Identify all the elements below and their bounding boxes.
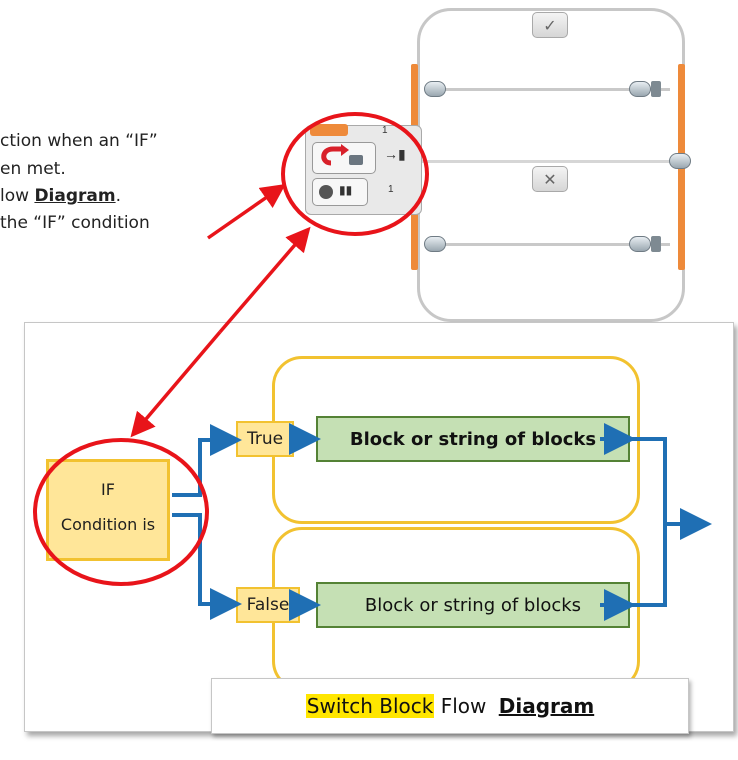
plug-icon <box>424 81 446 97</box>
true-block-box: Block or string of blocks <box>316 416 630 462</box>
description-line-3: low Diagram. <box>0 186 121 206</box>
port-icon: →▮ <box>384 146 406 162</box>
false-block-box: Block or string of blocks <box>316 582 630 628</box>
block-header-tab <box>310 124 348 136</box>
switch-frame <box>417 8 685 322</box>
loop-arrow-icon <box>321 144 363 166</box>
plug-cap-icon <box>651 236 661 252</box>
caption-highlight: Switch Block <box>305 694 435 718</box>
caption-diagram-word: Diagram <box>498 694 595 718</box>
description-line-3-suffix: . <box>115 186 121 206</box>
port-selector-button[interactable]: ▮▮ <box>312 178 368 206</box>
false-label-box: False <box>236 587 300 623</box>
diagram-caption: Switch Block Flow Diagram <box>211 678 689 734</box>
plug-icon <box>424 236 446 252</box>
check-icon: ✓ <box>543 15 557 35</box>
true-label-box: True <box>236 421 294 457</box>
caption-middle: Flow <box>434 694 493 718</box>
block-number-top: 1 <box>382 125 388 136</box>
false-block-text: Block or string of blocks <box>364 594 582 616</box>
middle-divider <box>420 160 685 163</box>
bottom-case-wire <box>440 243 670 246</box>
output-plug-icon <box>669 153 691 169</box>
plug-icon <box>629 236 651 252</box>
description-line-2: en met. <box>0 159 66 179</box>
block-number-side: 1 <box>388 184 394 195</box>
true-block-text: Block or string of blocks <box>349 428 597 450</box>
description-line-3-prefix: low <box>0 186 35 206</box>
if-condition-box: IF Condition is <box>46 459 170 561</box>
false-case-tab[interactable]: ✕ <box>532 166 568 192</box>
plug-icon <box>629 81 651 97</box>
description-diagram-word: Diagram <box>34 186 116 206</box>
description-line-1: ction when an “IF” <box>0 131 158 151</box>
true-case-tab[interactable]: ✓ <box>532 12 568 38</box>
block-to-if-arrow-a <box>218 226 311 334</box>
top-case-wire <box>440 88 670 91</box>
ev3-switch-start-block[interactable]: 1 →▮ ▮▮ 1 <box>305 124 422 215</box>
text-to-block-arrow <box>207 184 286 240</box>
if-label: IF <box>101 480 115 499</box>
plug-cap-icon <box>651 81 661 97</box>
cross-icon: ✕ <box>543 169 557 189</box>
signal-icon: ▮▮ <box>339 183 353 197</box>
description-line-4: the “IF” condition <box>0 213 150 233</box>
sensor-icon <box>319 185 333 199</box>
condition-label: Condition is <box>60 515 156 534</box>
sensor-mode-button[interactable] <box>312 142 376 174</box>
